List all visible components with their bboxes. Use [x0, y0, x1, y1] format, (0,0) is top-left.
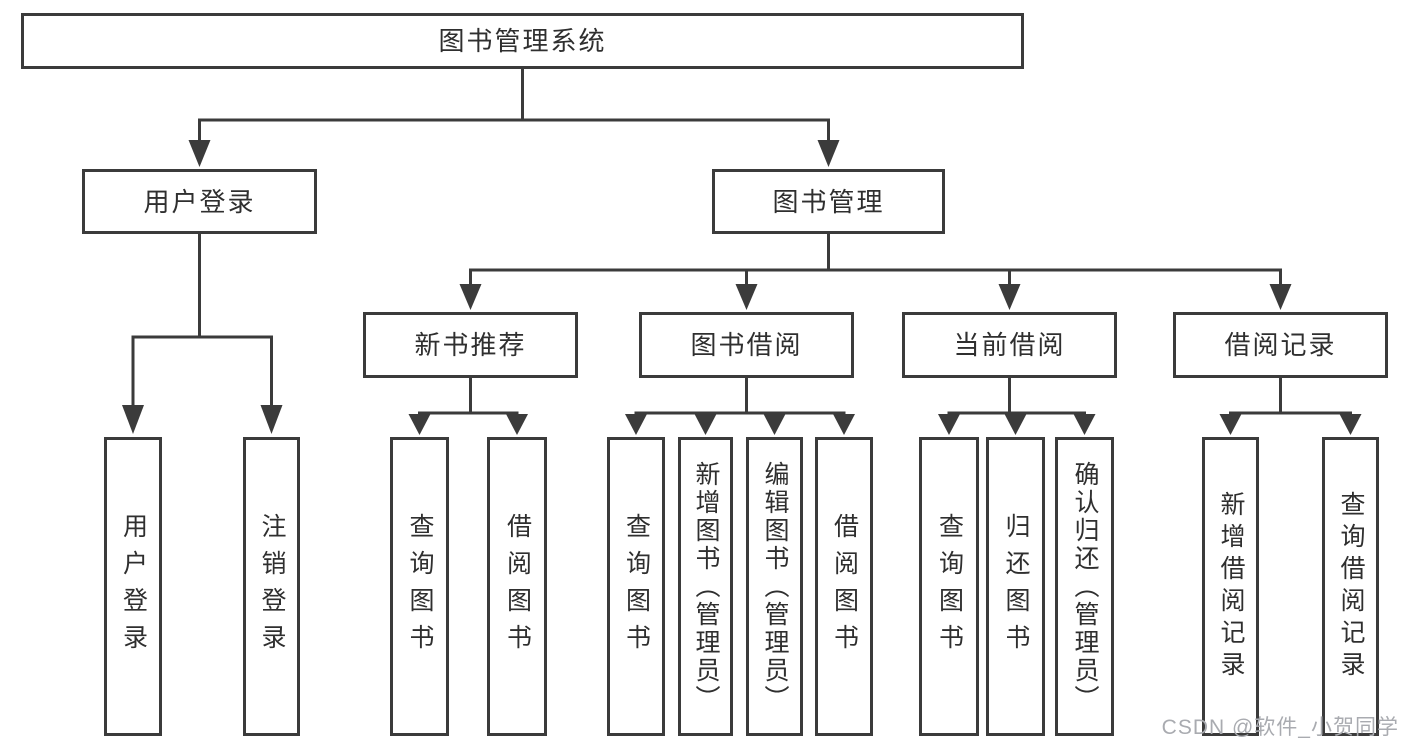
node-label: 新书推荐: [414, 330, 527, 360]
node-label: 新增图书（管理员）: [692, 460, 720, 713]
leaf-return-books: 归还图书: [986, 437, 1045, 736]
leaf-query-books-recommend: 查询图书: [390, 437, 449, 736]
node-book-management: 图书管理: [712, 169, 945, 234]
node-current-borrowing: 当前借阅: [902, 312, 1117, 378]
leaf-query-books-borrow: 查询图书: [607, 437, 665, 736]
leaf-borrow-books: 借阅图书: [815, 437, 873, 736]
leaf-borrow-books-recommend: 借阅图书: [487, 437, 547, 736]
node-label: 图书借阅: [690, 330, 803, 360]
leaf-query-borrow-record: 查询借阅记录: [1322, 437, 1379, 736]
leaf-add-books-admin: 新增图书（管理员）: [678, 437, 733, 736]
node-user-login-module: 用户登录: [82, 169, 317, 234]
node-label: 新增借阅记录: [1217, 490, 1245, 683]
leaf-edit-books-admin: 编辑图书（管理员）: [746, 437, 803, 736]
node-new-book-recommend: 新书推荐: [363, 312, 578, 378]
node-label: 用户登录: [143, 186, 256, 217]
node-label: 查询借阅记录: [1337, 490, 1365, 683]
node-label: 借阅记录: [1224, 330, 1337, 360]
leaf-query-books-current: 查询图书: [919, 437, 979, 736]
node-label: 归还图书: [1002, 512, 1030, 661]
node-label: 当前借阅: [953, 330, 1066, 360]
node-root-system: 图书管理系统: [21, 13, 1024, 69]
leaf-logout: 注销登录: [243, 437, 300, 736]
node-label: 注销登录: [258, 512, 286, 661]
leaf-add-borrow-record: 新增借阅记录: [1202, 437, 1259, 736]
node-label: 查询图书: [622, 512, 651, 661]
node-label: 查询图书: [935, 512, 964, 661]
node-label: 编辑图书（管理员）: [761, 460, 789, 713]
leaf-user-login: 用户登录: [104, 437, 162, 736]
node-label: 图书管理: [772, 186, 885, 217]
node-label: 图书管理系统: [438, 26, 607, 56]
node-label: 确认归还（管理员）: [1071, 460, 1099, 713]
node-borrow-records: 借阅记录: [1173, 312, 1388, 378]
node-label: 借阅图书: [503, 512, 532, 661]
node-book-borrowing: 图书借阅: [639, 312, 854, 378]
watermark: CSDN @软件_小贺同学: [1161, 716, 1399, 739]
node-label: 用户登录: [119, 512, 148, 661]
node-label: 查询图书: [406, 512, 434, 661]
leaf-confirm-return-admin: 确认归还（管理员）: [1055, 437, 1114, 736]
node-label: 借阅图书: [830, 512, 859, 661]
